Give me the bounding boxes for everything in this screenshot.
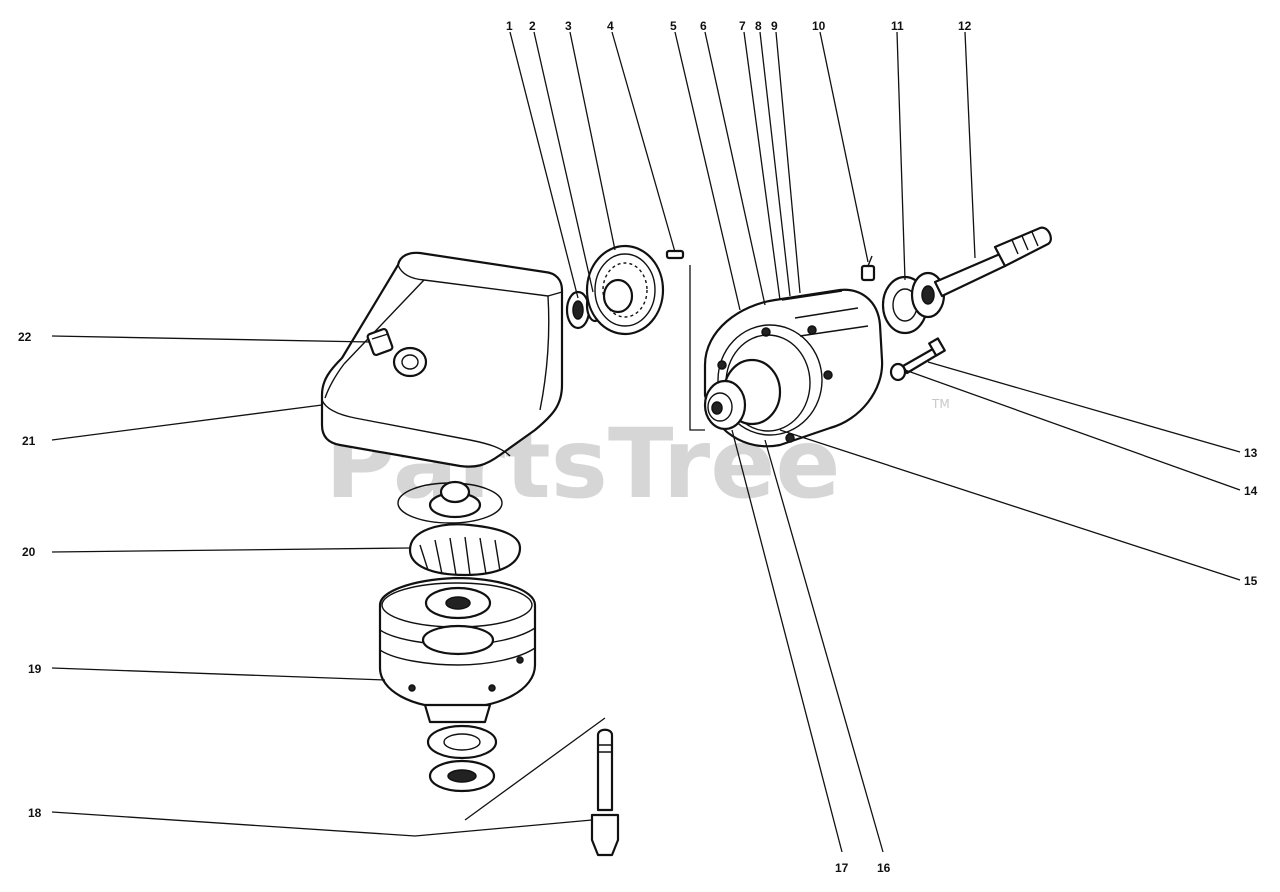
- part-21-gear-housing: [320, 251, 564, 468]
- part-19-lower-housing: [378, 576, 537, 724]
- part-20-bevel-pinion: [408, 523, 522, 577]
- callout-7: 7: [739, 19, 746, 33]
- callout-12: 12: [958, 19, 972, 33]
- watermark-trademark: TM: [931, 397, 950, 411]
- part-14-lockwasher: [889, 362, 907, 382]
- part-20-gasket-ring: [397, 480, 503, 524]
- part-17-bearing-cup: [703, 358, 782, 431]
- callout-14: 14: [1244, 484, 1258, 498]
- callout-11: 11: [891, 19, 904, 33]
- callout-8: 8: [755, 19, 762, 33]
- callout-21: 21: [22, 434, 36, 448]
- callout-5: 5: [670, 19, 677, 33]
- callout-6: 6: [700, 19, 707, 33]
- part-22-plug: [366, 327, 394, 357]
- callout-9: 9: [771, 19, 778, 33]
- part-19-bearings: [426, 724, 498, 793]
- part-3-bevel-gear: [585, 244, 665, 336]
- part-4-key: [665, 249, 685, 260]
- part-12-splined-shaft: [933, 226, 1052, 298]
- callout-20: 20: [22, 545, 36, 559]
- callout-16: 16: [877, 861, 891, 875]
- callout-15: 15: [1244, 574, 1258, 588]
- callout-2: 2: [529, 19, 536, 33]
- callout-19: 19: [28, 662, 42, 676]
- leader-lines: [51, 31, 1241, 853]
- callout-labels: 1 2 3 4 5 6 7 8 9 10 11 12 13 14 15 16 1…: [18, 19, 1258, 875]
- callout-17: 17: [835, 861, 849, 875]
- callout-10: 10: [812, 19, 826, 33]
- callout-18: 18: [28, 806, 42, 820]
- part-18-shaft: [590, 728, 620, 857]
- callout-13: 13: [1244, 446, 1258, 460]
- part-1-bearing: [565, 290, 591, 330]
- callout-1: 1: [506, 19, 513, 33]
- part-10-grease-fitting: [860, 255, 876, 282]
- callout-3: 3: [565, 19, 572, 33]
- callout-22: 22: [18, 330, 32, 344]
- part-13-bolt: [901, 337, 946, 375]
- callout-4: 4: [607, 19, 614, 33]
